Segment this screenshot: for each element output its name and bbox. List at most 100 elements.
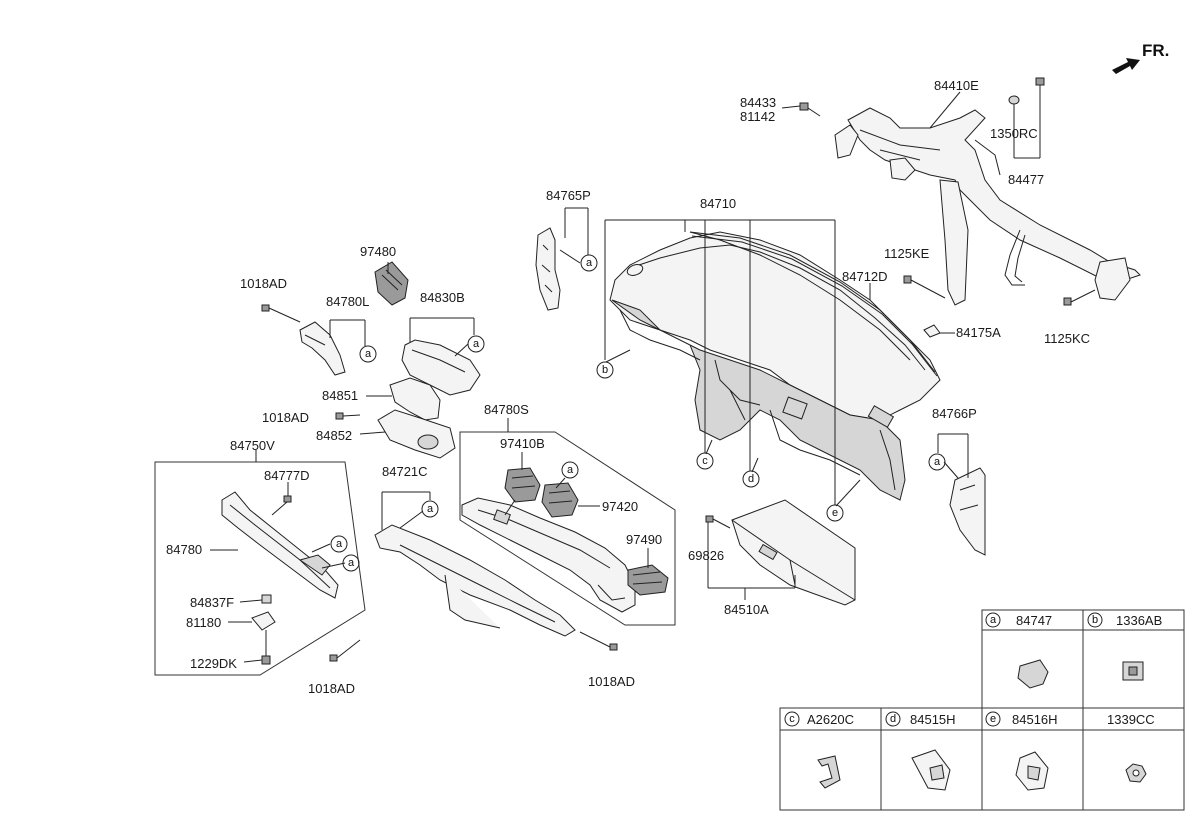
clip-69826 — [705, 515, 731, 529]
part-icon-A2620C — [817, 755, 841, 789]
label-1125KC: 1125KC — [1044, 331, 1090, 346]
legend-cell-a: a 84747 — [985, 612, 1052, 689]
label-81180: 81180 — [186, 615, 221, 630]
bolt-1018AD-d — [579, 631, 618, 651]
svg-text:a: a — [934, 456, 941, 468]
part-icon-84747 — [1017, 659, 1049, 689]
side-cover-84766P — [949, 467, 986, 556]
legend-cell-plain: 1339CC — [1107, 712, 1155, 783]
washer-1350RC — [1008, 95, 1020, 105]
ref-a-97410B: a — [561, 461, 579, 479]
label-84510A: 84510A — [724, 602, 769, 617]
label-84175A: 84175A — [956, 325, 1001, 340]
label-84750V: 84750V — [230, 438, 275, 453]
ref-a-84780-1: a — [330, 535, 348, 553]
svg-text:a: a — [365, 348, 372, 360]
bolt-1018AD-a — [261, 304, 301, 323]
front-direction-label: FR. — [1142, 41, 1169, 60]
leader-lines — [210, 91, 1041, 663]
label-1018AD-a: 1018AD — [240, 276, 287, 291]
bolt-84433 — [799, 102, 821, 117]
legend-code-plain: 1339CC — [1107, 712, 1155, 727]
reference-markers: a a a a a a a a b c d e — [330, 254, 946, 572]
side-vent-97490 — [627, 564, 669, 596]
label-81142: 81142 — [740, 109, 775, 124]
svg-text:a: a — [990, 614, 997, 626]
legend-cell-c: c A2620C — [784, 711, 854, 789]
label-1229DK: 1229DK — [190, 656, 237, 671]
bolt-1229DK — [261, 630, 271, 665]
label-84410E: 84410E — [934, 78, 979, 93]
ref-e: e — [826, 504, 844, 522]
svg-text:d: d — [890, 713, 896, 725]
svg-text:a: a — [586, 257, 593, 269]
legend-code-e: 84516H — [1012, 712, 1058, 727]
side-cover-84765P — [535, 227, 561, 311]
svg-text:b: b — [602, 364, 608, 376]
svg-text:b: b — [1092, 614, 1098, 626]
label-97490: 97490 — [626, 532, 662, 547]
label-84710: 84710 — [700, 196, 736, 211]
group-box-84750V — [154, 461, 366, 676]
label-84780: 84780 — [166, 542, 202, 557]
shroud-upper-84851 — [389, 377, 441, 421]
seal-strip-84712D — [689, 231, 938, 377]
ref-a-84766P: a — [928, 453, 946, 471]
ref-a-84721C: a — [421, 500, 439, 518]
lower-cover-84780L — [299, 321, 346, 376]
svg-text:d: d — [748, 473, 754, 485]
legend-cell-b: b 1336AB — [1087, 612, 1162, 681]
label-97420: 97420 — [602, 499, 638, 514]
ref-a-84780L: a — [359, 345, 377, 363]
front-direction-arrow: FR. — [1112, 41, 1169, 74]
group-box-84780S — [459, 431, 676, 626]
bolt-1125KC — [1063, 289, 1096, 306]
ref-a-84780-2: a — [342, 554, 360, 572]
legend-cell-d: d 84515H — [885, 711, 956, 791]
bolt-84777D — [271, 495, 292, 516]
label-84851: 84851 — [322, 388, 358, 403]
label-84721C: 84721C — [382, 464, 428, 479]
label-84477: 84477 — [1008, 172, 1044, 187]
svg-text:a: a — [567, 464, 574, 476]
label-97410B: 97410B — [500, 436, 545, 451]
svg-text:a: a — [348, 557, 355, 569]
label-84780L: 84780L — [326, 294, 369, 309]
bracket-81180 — [251, 611, 276, 631]
label-84765P: 84765P — [546, 188, 591, 203]
label-1125KE: 1125KE — [884, 246, 930, 261]
legend-code-a: 84747 — [1016, 613, 1052, 628]
bolt-84477 — [1035, 77, 1045, 100]
center-vent-97420 — [541, 482, 579, 518]
legend-code-d: 84515H — [910, 712, 956, 727]
label-84852: 84852 — [316, 428, 352, 443]
ref-a-84765P: a — [580, 254, 598, 272]
crash-pad-84710 — [609, 231, 941, 501]
svg-text:a: a — [473, 338, 480, 350]
ref-d: d — [742, 470, 760, 488]
cowl-cross-bar-84410E — [834, 107, 1141, 306]
label-84712D: 84712D — [842, 269, 888, 284]
center-vent-97410B — [504, 467, 541, 503]
svg-text:c: c — [789, 713, 795, 725]
ref-a-84830B: a — [467, 335, 485, 353]
svg-text:e: e — [832, 507, 838, 519]
legend-table: a 84747 b 1336AB c A2620C d 84515H — [779, 609, 1185, 811]
side-vent-97480 — [374, 261, 409, 306]
label-1350RC: 1350RC — [990, 126, 1038, 141]
svg-text:e: e — [990, 713, 996, 725]
label-84837F: 84837F — [190, 595, 234, 610]
label-97480: 97480 — [360, 244, 396, 259]
label-1018AD-b: 1018AD — [262, 410, 309, 425]
svg-text:a: a — [336, 538, 343, 550]
label-84433: 84433 — [740, 95, 776, 110]
nut-84837F — [261, 594, 272, 604]
label-84766P: 84766P — [932, 406, 977, 421]
legend-cell-e: e 84516H — [985, 711, 1058, 791]
glove-box-84510A — [731, 499, 856, 606]
shroud-lower-84852 — [377, 409, 456, 459]
label-1018AD-d: 1018AD — [588, 674, 635, 689]
bolt-1018AD-b — [335, 412, 361, 420]
